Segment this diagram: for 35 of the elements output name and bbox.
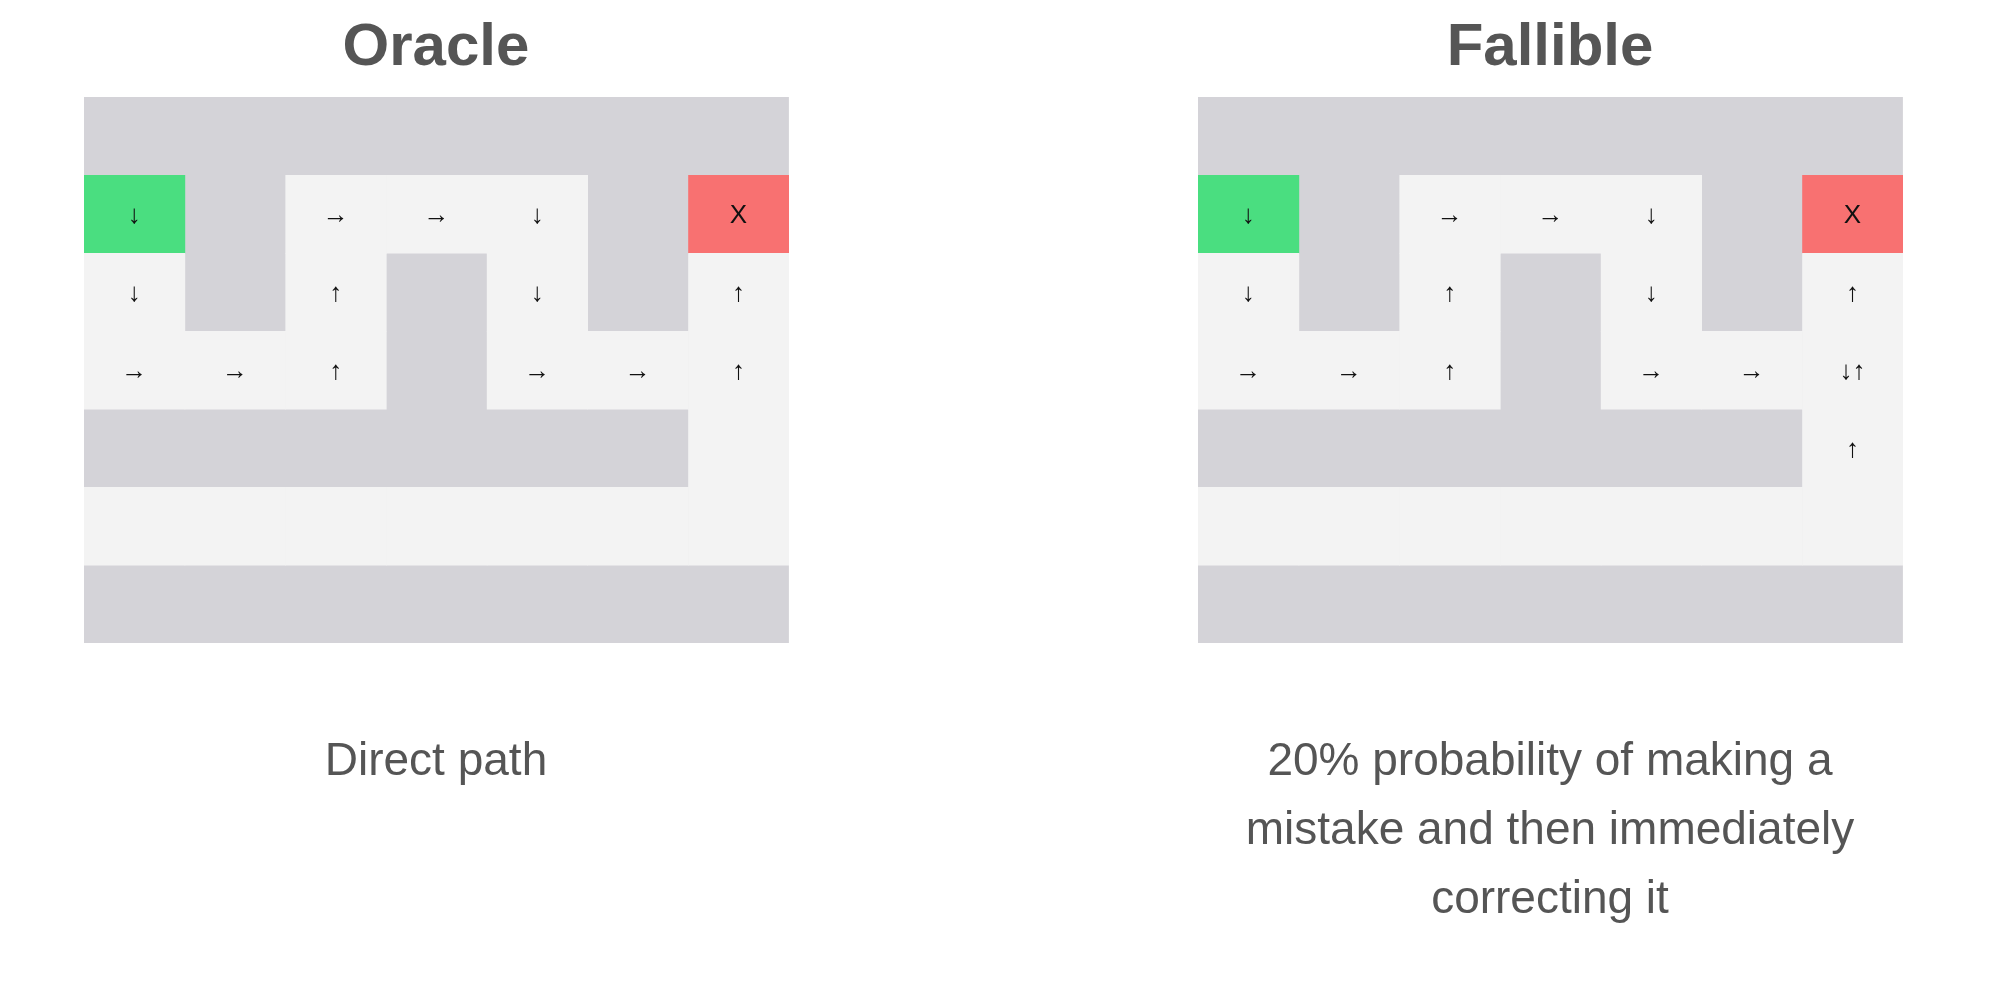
move-arrow: ↓: [1241, 276, 1255, 308]
move-arrow: ↑: [732, 354, 746, 386]
move-arrow: →: [1738, 354, 1765, 386]
panel-title: Fallible: [1445, 10, 1655, 80]
move-arrow: ↓: [530, 198, 544, 230]
move-arrow: ↑: [1846, 276, 1860, 308]
move-arrow: →: [1235, 354, 1262, 386]
goal-mark: X: [1843, 198, 1862, 230]
move-arrow: ↑: [1443, 276, 1457, 308]
move-arrow: ↑: [1443, 354, 1457, 386]
move-arrow: ↓: [1241, 198, 1255, 230]
move-arrow: ↓↑: [1839, 354, 1866, 386]
move-arrow: →: [222, 354, 249, 386]
panel-title: Oracle: [341, 10, 531, 80]
move-arrow: →: [524, 354, 551, 386]
move-arrow: →: [322, 198, 349, 230]
move-arrow: ↓: [127, 276, 141, 308]
move-arrow: →: [423, 198, 450, 230]
move-arrow: →: [1638, 354, 1665, 386]
panel-caption: 20% probability of making a mistake and then immediately correcting it: [1244, 732, 1856, 925]
move-arrow: →: [624, 354, 651, 386]
move-arrow: →: [1537, 198, 1564, 230]
move-arrow: ↓: [530, 276, 544, 308]
move-arrow: →: [121, 354, 148, 386]
move-arrow: ↑: [732, 276, 746, 308]
move-arrow: →: [1436, 198, 1463, 230]
move-arrow: →: [1336, 354, 1363, 386]
move-arrow: ↑: [1846, 432, 1860, 464]
move-arrow: ↓: [1644, 276, 1658, 308]
move-arrow: ↓: [1644, 198, 1658, 230]
goal-mark: X: [729, 198, 748, 230]
move-arrow: ↑: [329, 354, 343, 386]
panel-caption: Direct path: [323, 732, 549, 787]
move-arrow: ↓: [127, 198, 141, 230]
move-arrow: ↑: [329, 276, 343, 308]
